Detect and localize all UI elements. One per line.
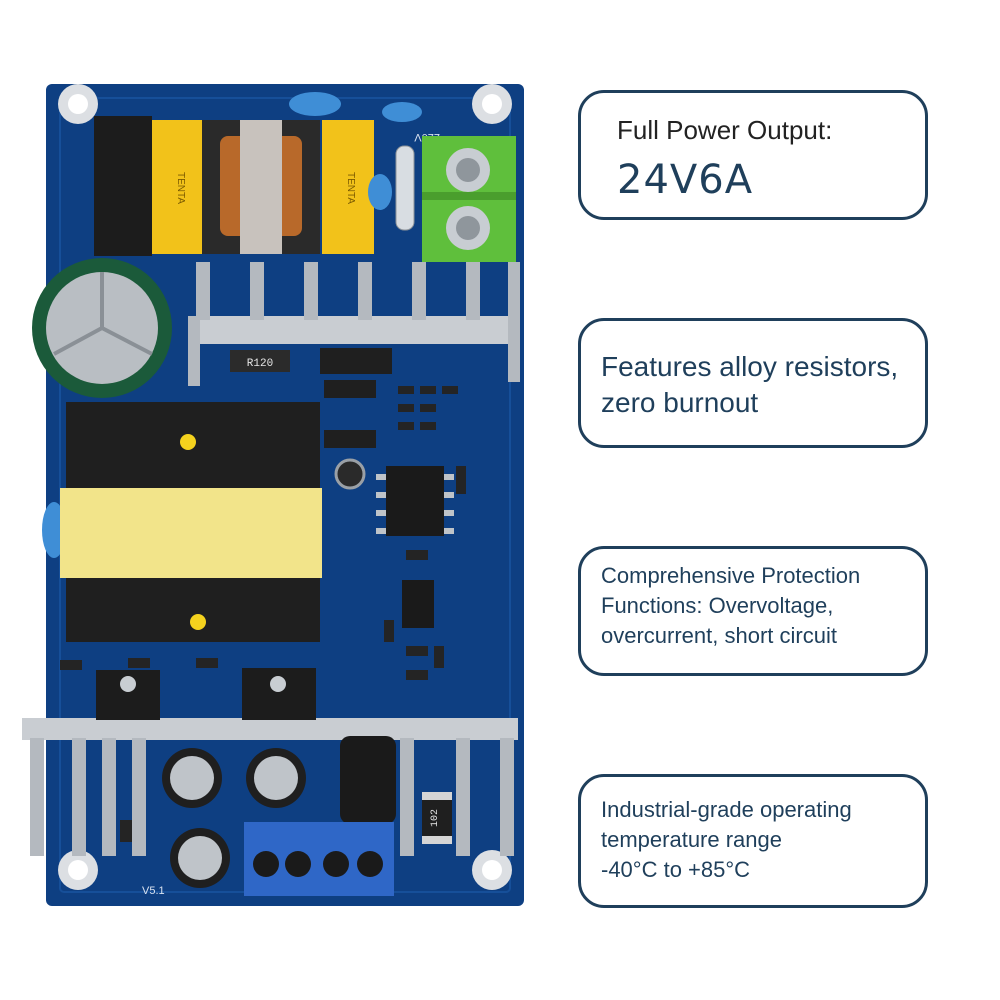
feature-heading: Full Power Output: xyxy=(617,115,833,145)
small-capacitor xyxy=(334,458,366,490)
feature-line: temperature range xyxy=(601,827,782,852)
smd-resistor-label: 102 xyxy=(430,809,441,827)
power-supply-board-image: TENTA TENTA 220V R120 xyxy=(20,80,530,910)
x-capacitor-right xyxy=(322,120,374,254)
pwm-controller-ic xyxy=(376,466,454,536)
y-capacitor xyxy=(368,174,392,210)
output-heatsink xyxy=(22,718,518,856)
output-capacitor xyxy=(170,828,230,888)
feature-card-power-output: Full Power Output: 24V6A xyxy=(578,90,928,220)
primary-heatsink xyxy=(188,262,520,386)
switching-transformer xyxy=(60,402,322,642)
power-rating-value: 24V6A xyxy=(617,157,754,203)
output-capacitor xyxy=(246,748,306,808)
feature-line: Industrial-grade operating xyxy=(601,797,852,822)
x-capacitor-left xyxy=(152,120,204,254)
y-capacitor xyxy=(382,102,422,122)
board-version-label: V5.1 xyxy=(142,885,165,897)
bridge-rectifier xyxy=(94,116,152,256)
shunt-resistor-label: R120 xyxy=(247,358,273,370)
alloy-shunt-resistor xyxy=(230,350,290,372)
feature-card-temperature-range: Industrial-grade operating temperature r… xyxy=(578,774,928,908)
optocoupler xyxy=(402,580,434,628)
ac-input-terminal xyxy=(422,136,516,262)
output-inductor xyxy=(340,736,396,824)
feature-line: zero burnout xyxy=(601,387,759,418)
smd-diode xyxy=(324,380,376,398)
smd-resistor xyxy=(422,792,452,844)
feature-line: overcurrent, short circuit xyxy=(601,623,837,648)
mounting-hole xyxy=(472,850,512,890)
bulk-capacitor xyxy=(32,258,172,398)
output-capacitor xyxy=(162,748,222,808)
mounting-hole xyxy=(472,84,512,124)
feature-card-protection: Comprehensive Protection Functions: Over… xyxy=(578,546,928,676)
schottky-diode xyxy=(242,668,316,720)
inductor-brand-label: TENTA xyxy=(175,172,186,204)
smd-components xyxy=(60,386,466,842)
feature-line: Comprehensive Protection xyxy=(601,563,861,588)
inductor-brand-label: TENTA xyxy=(345,172,356,204)
feature-card-alloy-resistors: Features alloy resistors, zero burnout xyxy=(578,318,928,448)
mosfet xyxy=(320,348,392,374)
smd-diode xyxy=(324,430,376,448)
feature-line: Functions: Overvoltage, xyxy=(601,593,834,618)
dc-output-terminal xyxy=(244,822,394,896)
feature-line: -40°C to +85°C xyxy=(601,857,751,882)
y-capacitor xyxy=(289,92,341,116)
fuse xyxy=(395,145,415,231)
mounting-hole xyxy=(58,850,98,890)
feature-line: Features alloy resistors, xyxy=(601,351,899,382)
mounting-hole xyxy=(58,84,98,124)
